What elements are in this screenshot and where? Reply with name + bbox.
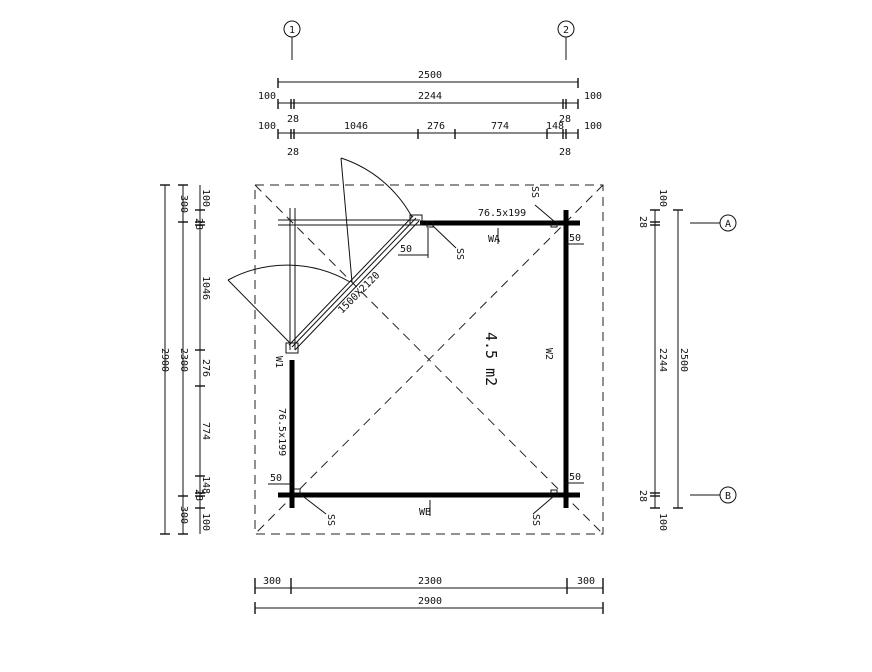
right-dim-28-bot: 28 bbox=[637, 490, 648, 502]
left-dim-seg-774: 774 bbox=[200, 422, 211, 440]
top-dim-inner: 2244 bbox=[418, 91, 442, 102]
top-dim-seg-774: 774 bbox=[491, 121, 509, 132]
top-dim-28-c: 28 bbox=[287, 147, 299, 158]
floor-area-label: 4.5 m2 bbox=[482, 332, 500, 386]
door-swings bbox=[227, 157, 413, 345]
left-dim-bottom-overhang: 300 bbox=[178, 506, 189, 524]
ss-top-right-label: SS bbox=[529, 186, 540, 198]
ss-bottom-left-label: SS bbox=[325, 514, 336, 526]
wall-a-label: WA bbox=[488, 234, 500, 245]
grid-axis-2-label: 2 bbox=[563, 25, 569, 36]
ss-top-center-label: SS bbox=[454, 248, 465, 260]
bottom-dim-right-overhang: 300 bbox=[577, 576, 595, 587]
top-dim-seg-276: 276 bbox=[427, 121, 445, 132]
left-dim-seg-276: 276 bbox=[200, 359, 211, 377]
grid-axis-1: 1 bbox=[283, 20, 301, 60]
right-dim-inner: 2244 bbox=[657, 348, 668, 372]
grid-axis-b: B bbox=[690, 486, 737, 504]
top-dim-28-d: 28 bbox=[559, 147, 571, 158]
left-dim-seg-148: 148 bbox=[200, 476, 211, 494]
right-dim-100-top: 100 bbox=[657, 189, 668, 207]
note-50-bottom-left: 50 bbox=[270, 473, 282, 484]
grid-axis-2: 2 bbox=[557, 20, 575, 60]
left-dim-28-bot: 28 bbox=[193, 489, 204, 501]
top-dim-seg-148: 148 bbox=[546, 121, 564, 132]
grid-axis-a-label: A bbox=[725, 219, 731, 230]
log-size-top-label: 76.5x199 bbox=[478, 208, 526, 219]
bottom-dim-left-overhang: 300 bbox=[263, 576, 281, 587]
grid-axis-b-label: B bbox=[725, 491, 731, 502]
left-dim-top-overhang: 300 bbox=[178, 195, 189, 213]
top-dim-seg-1046: 1046 bbox=[344, 121, 368, 132]
top-dim-left-offset-a: 100 bbox=[258, 91, 276, 102]
bottom-dim-middle: 2300 bbox=[418, 576, 442, 587]
right-dimension-chains: 100 28 2244 28 100 2500 bbox=[637, 189, 689, 531]
note-50-top-left: 50 bbox=[400, 244, 412, 255]
left-dim-28-top: 28 bbox=[193, 218, 204, 230]
left-dim-seg-1046: 1046 bbox=[200, 276, 211, 300]
top-dim-right-offset-a: 100 bbox=[584, 91, 602, 102]
top-dim-overall: 2500 bbox=[418, 70, 442, 81]
left-dim-100-top: 100 bbox=[200, 189, 211, 207]
wall-2-label: W2 bbox=[543, 348, 554, 360]
left-dim-middle: 2300 bbox=[178, 348, 189, 372]
left-dim-100-bot: 100 bbox=[200, 513, 211, 531]
bottom-dim-overall: 2900 bbox=[418, 596, 442, 607]
grid-axis-1-label: 1 bbox=[289, 25, 295, 36]
right-dim-100-bot: 100 bbox=[657, 513, 668, 531]
top-dim-left-offset-b: 100 bbox=[258, 121, 276, 132]
left-dim-overall: 2900 bbox=[159, 348, 170, 372]
grid-axis-a: A bbox=[690, 214, 737, 232]
wall-1-label: W1 bbox=[273, 356, 284, 368]
note-50-top-right: 50 bbox=[569, 233, 581, 244]
log-size-left-label: 76.5x199 bbox=[276, 408, 287, 456]
bottom-dimension-chains: 300 2300 300 2900 bbox=[254, 576, 604, 614]
top-dim-right-offset-b: 100 bbox=[584, 121, 602, 132]
top-dim-28-a: 28 bbox=[287, 114, 299, 125]
wall-b-label: WB bbox=[419, 507, 431, 518]
right-dim-overall: 2500 bbox=[678, 348, 689, 372]
walls bbox=[278, 208, 580, 508]
top-dim-28-b: 28 bbox=[559, 114, 571, 125]
door-wall-inner bbox=[294, 220, 420, 351]
right-dim-28-top: 28 bbox=[637, 216, 648, 228]
note-50-bottom-right: 50 bbox=[569, 472, 581, 483]
door-wall-outer bbox=[288, 215, 414, 346]
left-dimension-chains: 2900 300 2300 300 100 28 1046 276 774 14… bbox=[159, 184, 211, 535]
ss-bottom-right-label: SS bbox=[530, 514, 541, 526]
top-dimension-chains: 2500 2244 100 100 28 28 100 100 1046 276… bbox=[258, 70, 602, 158]
roof-outline bbox=[254, 184, 604, 535]
